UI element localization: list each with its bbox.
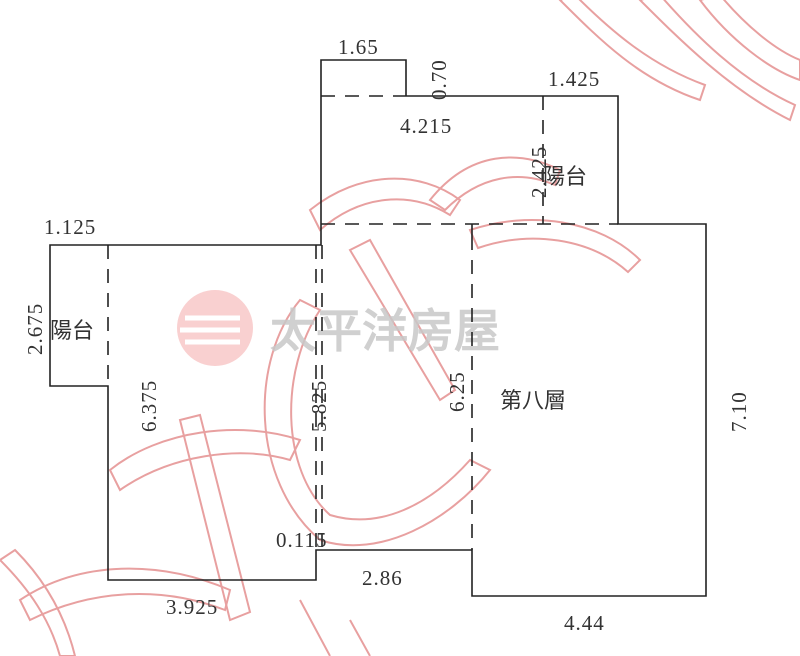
dim-upper-balcony-width: 1.425 [548,67,600,91]
dim-right-inner-depth: 6.25 [445,371,469,412]
upper-balcony-label: 陽台 [543,165,587,190]
dim-left-balcony-depth: 2.675 [23,303,47,355]
brand-logo [177,290,253,366]
dim-left-room-depth: 6.375 [137,380,161,432]
dim-top-box-width: 1.65 [338,35,379,59]
dim-upper-balcony-depth: 2.425 [527,146,551,198]
dim-top-box-height: 0.70 [427,59,451,100]
dim-step: 0.115 [276,528,327,552]
left-balcony-label: 陽台 [50,319,94,344]
dim-right-depth: 7.10 [727,391,751,432]
dim-left-width: 3.925 [166,595,218,619]
dim-upper-room-width: 4.215 [400,114,452,138]
dim-middle-width: 2.86 [362,566,403,590]
dim-right-width: 4.44 [564,611,605,635]
brand-name: 太平洋房屋 [270,304,500,358]
dim-middle-depth: 5.825 [307,380,331,432]
floor-label: 第八層 [500,389,566,414]
dashed-lines [107,95,618,550]
dim-left-balcony-width: 1.125 [44,215,96,239]
walls [49,59,707,597]
